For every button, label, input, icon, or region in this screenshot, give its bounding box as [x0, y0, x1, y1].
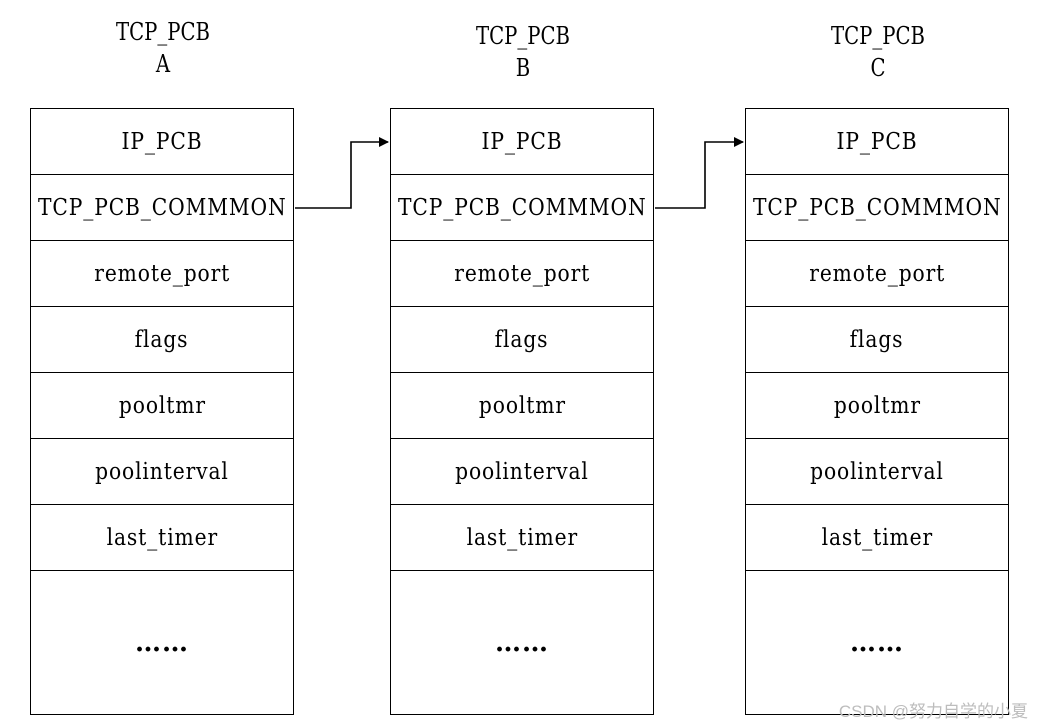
field-remote-port: remote_port [31, 241, 293, 307]
watermark: CSDN @努力自学的小夏 [838, 702, 1028, 721]
field-remote-port: remote_port [746, 241, 1008, 307]
field-flags: flags [746, 307, 1008, 373]
field-ip-pcb: IP_PCB [746, 109, 1008, 175]
field-flags: flags [31, 307, 293, 373]
field-ellipsis: …… [135, 628, 189, 658]
struct-a-type: TCP_PCB [115, 18, 211, 46]
field-pooltmr: pooltmr [391, 373, 653, 439]
struct-b-type: TCP_PCB [475, 22, 571, 50]
struct-b-label: B [515, 54, 531, 82]
field-flags: flags [391, 307, 653, 373]
struct-c-title: TCP_PCB C [769, 20, 987, 84]
field-ellipsis: …… [850, 628, 904, 658]
struct-b-box: IP_PCB TCP_PCB_COMMMON remote_port flags… [390, 108, 654, 715]
field-ip-pcb: IP_PCB [31, 109, 293, 175]
struct-c-label: C [870, 54, 886, 82]
struct-a-label: A [155, 50, 171, 78]
field-remote-port: remote_port [391, 241, 653, 307]
field-pooltmr: pooltmr [746, 373, 1008, 439]
struct-b-title: TCP_PCB B [414, 20, 632, 84]
link-a-to-b [295, 137, 389, 209]
field-ip-pcb: IP_PCB [391, 109, 653, 175]
struct-c-type: TCP_PCB [830, 22, 926, 50]
field-last-timer: last_timer [746, 505, 1008, 571]
field-last-timer: last_timer [31, 505, 293, 571]
field-tcp-pcb-common: TCP_PCB_COMMMON [31, 175, 293, 241]
struct-c-box: IP_PCB TCP_PCB_COMMMON remote_port flags… [745, 108, 1009, 715]
field-pooltmr: pooltmr [31, 373, 293, 439]
field-poolinterval: poolinterval [391, 439, 653, 505]
field-poolinterval: poolinterval [746, 439, 1008, 505]
field-last-timer: last_timer [391, 505, 653, 571]
field-tcp-pcb-common: TCP_PCB_COMMMON [391, 175, 653, 241]
link-b-to-c [655, 137, 744, 209]
field-tcp-pcb-common: TCP_PCB_COMMMON [746, 175, 1008, 241]
struct-a-box: IP_PCB TCP_PCB_COMMMON remote_port flags… [30, 108, 294, 715]
field-ellipsis: …… [495, 628, 549, 658]
struct-a-title: TCP_PCB A [54, 16, 272, 80]
field-poolinterval: poolinterval [31, 439, 293, 505]
